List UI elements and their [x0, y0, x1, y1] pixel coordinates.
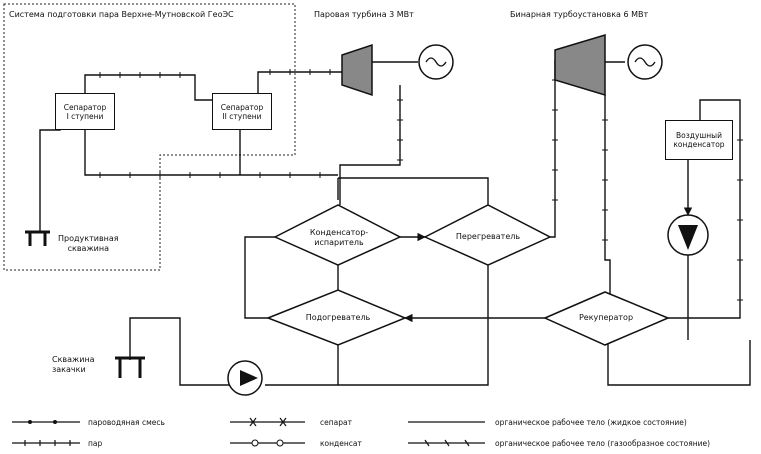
superheater-label: Перегреватель [455, 232, 521, 241]
legend-line-organic-gas [408, 439, 485, 447]
legend-organic-liquid: органическое рабочее тело (жидкое состоя… [495, 418, 687, 427]
steam-turbine-shape [341, 43, 373, 97]
legend-condensate: конденсат [320, 439, 362, 448]
production-well-icon [25, 230, 50, 246]
preheater-shape [265, 289, 407, 346]
sep2-to-turbine-line [257, 71, 342, 93]
superheater-shape [423, 204, 552, 266]
separator-1-line1: Сепаратор [63, 102, 107, 112]
preheater-label: Подогреватель [305, 313, 371, 322]
air-condenser-line2: конденсатор [673, 140, 725, 149]
turbine-exhaust-line [339, 85, 401, 205]
condenser-evaporator-label: Конденсатор- испаритель [300, 228, 378, 248]
steam-turbine-label: Паровая турбина 3 МВт [314, 10, 414, 19]
superheater-to-binary-line [550, 60, 556, 238]
separator-1-box: Сепаратор I ступени [55, 93, 115, 130]
production-well-label: Продуктивная скважина [58, 234, 119, 254]
separator-2-line2: II ступени [222, 111, 262, 121]
system-title: Система подготовки пара Верхне-Мутновско… [9, 10, 234, 19]
preheater-down-line [265, 345, 339, 386]
injection-well-label: Скважина закачки [52, 355, 95, 375]
legend-steam-water: пароводяная смесь [88, 418, 165, 427]
system-boundary [3, 3, 296, 271]
pump-to-recup-line [607, 255, 751, 386]
legend-line-steam [12, 440, 80, 446]
separator-2-box: Сепаратор II ступени [212, 93, 272, 130]
injection-well-line2: закачки [52, 365, 86, 374]
recuperator-shape [543, 291, 670, 346]
sep1-separate-line [84, 130, 338, 176]
sep1-to-sep2-line [84, 74, 212, 101]
production-well-line1: Продуктивная [58, 234, 119, 243]
legend-organic-gas: органическое рабочее тело (газообразное … [495, 439, 711, 448]
legend-line-separate [230, 417, 305, 427]
air-condenser-line1: Воздушный [676, 131, 722, 140]
ce-left-loop [244, 236, 275, 319]
production-well-line2: скважина [67, 244, 109, 253]
well-to-sep1-line [39, 118, 61, 232]
binary-turbine-shape [554, 33, 606, 97]
condenser-evaporator-shape [273, 204, 402, 266]
condenser-evaporator-line1: Конденсатор- [309, 228, 369, 237]
injection-well-icon [115, 356, 145, 378]
binary-exhaust-line [604, 95, 611, 300]
right-column-line [338, 260, 489, 386]
injection-well-line1: Скважина [52, 355, 95, 364]
condenser-evaporator-line2: испаритель [314, 238, 364, 247]
legend-steam: пар [88, 439, 103, 448]
left-loop-line [337, 177, 489, 205]
separator-1-line2: I ступени [66, 111, 104, 121]
binary-unit-label: Бинарная турбоустановка 6 МВт [510, 10, 649, 19]
recup-to-aircond-line [668, 99, 741, 319]
injection-line [129, 317, 230, 386]
separator-2-line1: Сепаратор [220, 102, 264, 112]
recuperator-label: Рекуператор [578, 313, 634, 322]
legend-separate: сепарат [320, 418, 352, 427]
air-condenser-box: Воздушный конденсатор [665, 120, 733, 160]
